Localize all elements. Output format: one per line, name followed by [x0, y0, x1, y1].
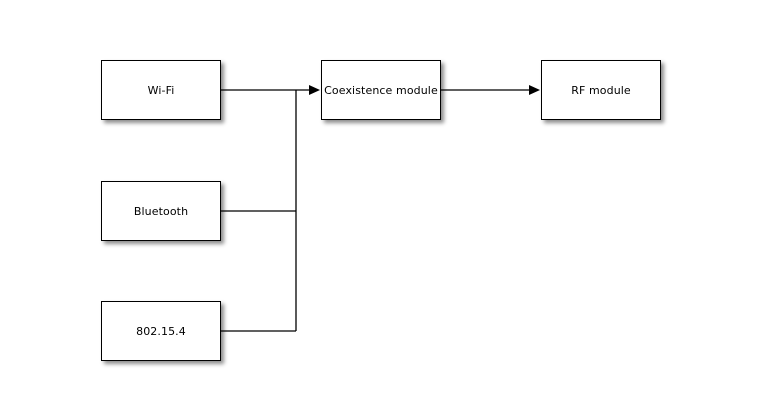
node-bluetooth[interactable]: Bluetooth — [101, 181, 221, 241]
node-802-15-4[interactable]: 802.15.4 — [101, 301, 221, 361]
node-802-15-4-label: 802.15.4 — [136, 324, 186, 338]
node-rf-module-label: RF module — [571, 83, 631, 97]
arrowhead-into-coexistence — [309, 85, 320, 95]
node-wifi-label: Wi-Fi — [147, 83, 175, 97]
arrowhead-into-rf — [529, 85, 540, 95]
node-bluetooth-label: Bluetooth — [133, 204, 189, 218]
node-wifi[interactable]: Wi-Fi — [101, 60, 221, 120]
node-rf-module[interactable]: RF module — [541, 60, 661, 120]
node-coexistence-module[interactable]: Coexistence module — [321, 60, 441, 120]
node-coexistence-module-label: Coexistence module — [324, 83, 438, 97]
